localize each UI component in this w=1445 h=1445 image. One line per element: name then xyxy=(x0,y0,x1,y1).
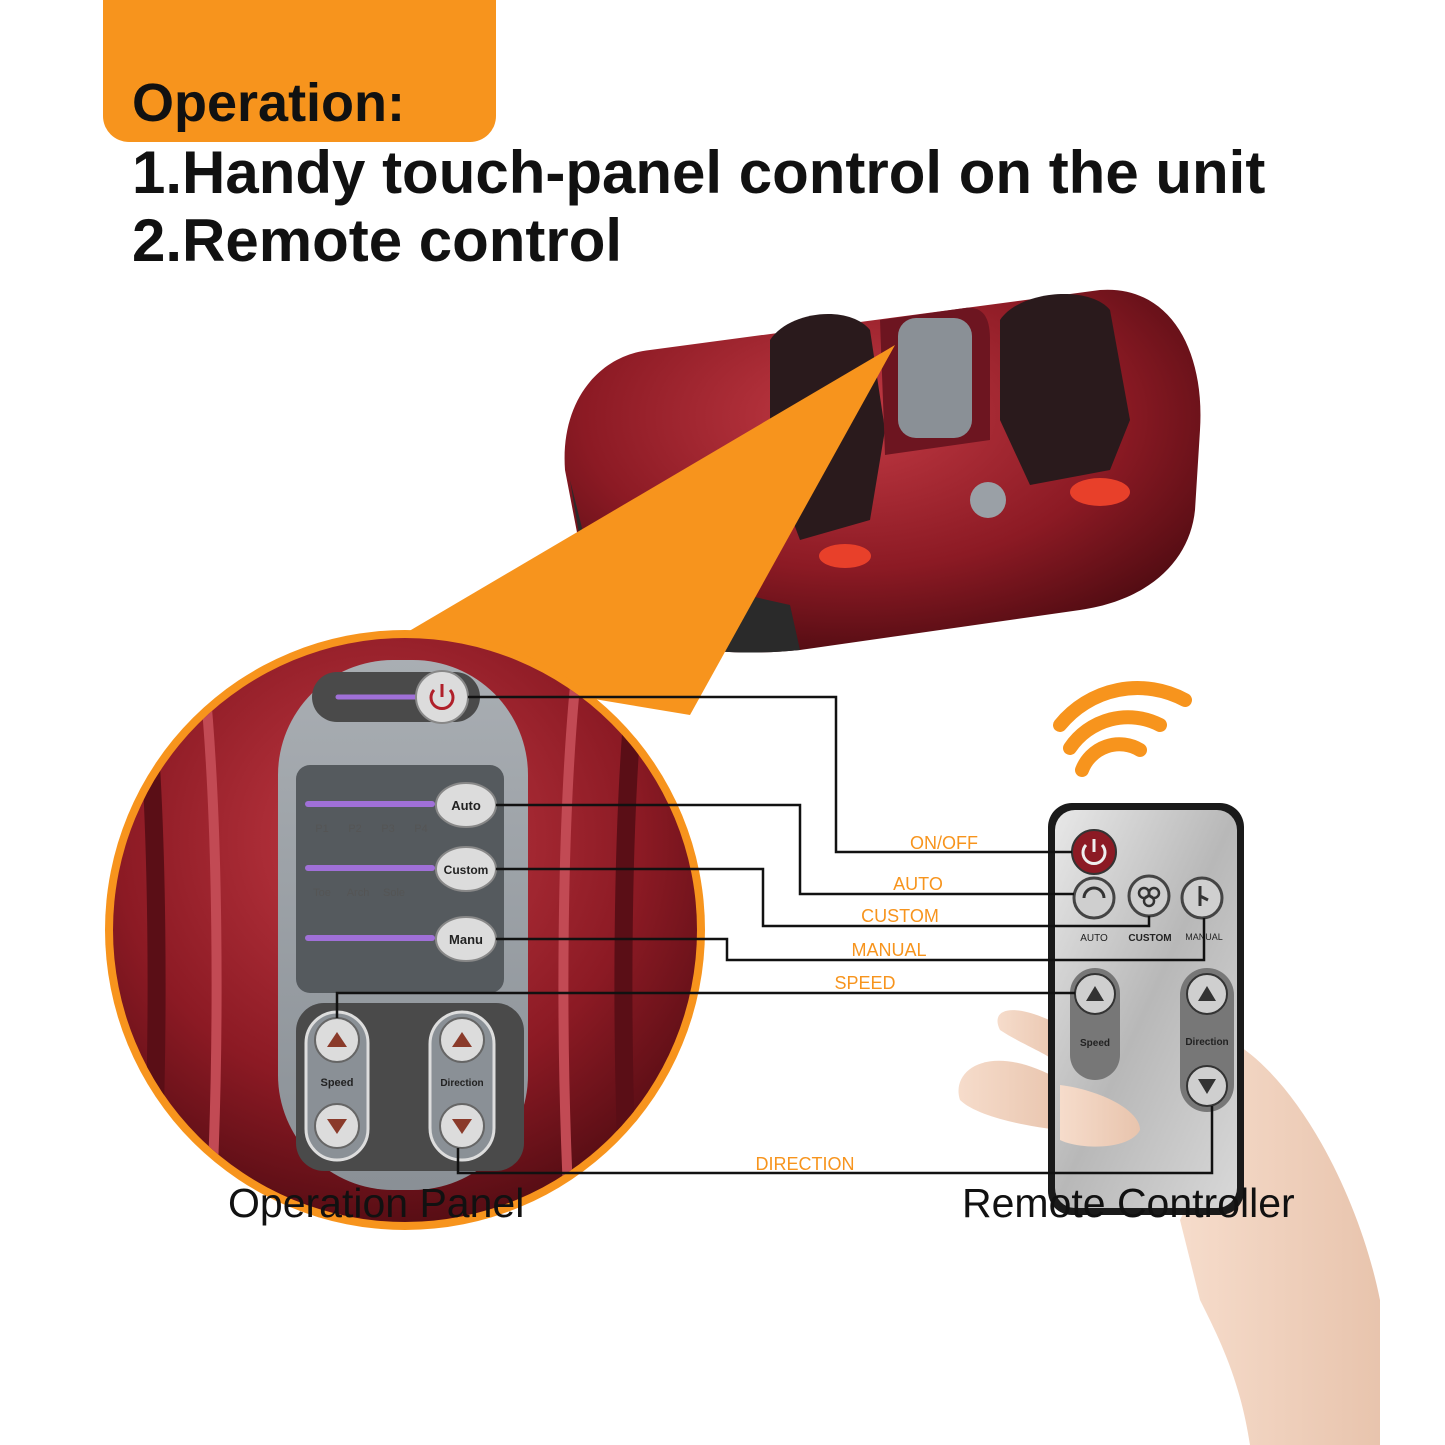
callout-beam xyxy=(360,345,895,715)
auto-mode-p4: P4 xyxy=(414,823,427,835)
power-icon xyxy=(429,684,455,710)
wire-direction xyxy=(456,1106,1214,1175)
panel-speed-label: Speed xyxy=(320,1077,353,1089)
auto-mode-icon xyxy=(1082,886,1106,899)
remote-custom-label: CUSTOM xyxy=(1128,933,1171,944)
feature-line-1: 1.Handy touch-panel control on the unit xyxy=(132,139,1266,206)
custom-mode-arch: Arch xyxy=(347,887,370,899)
page-title: Operation: xyxy=(132,73,406,133)
auto-mode-p2: P2 xyxy=(348,823,361,835)
wire-auto xyxy=(496,803,1074,896)
feature-line-2: 2.Remote control xyxy=(132,207,623,274)
wire-speed xyxy=(335,991,1075,1018)
wire-label-direction: DIRECTION xyxy=(756,1154,855,1174)
custom-mode-toe: Toe xyxy=(313,887,331,899)
wire-label-auto: AUTO xyxy=(893,874,943,894)
mini-panel xyxy=(898,318,972,438)
arrow-up-icon xyxy=(452,1032,472,1047)
wire-label-manual: MANUAL xyxy=(851,940,926,960)
panel-auto-label: Auto xyxy=(451,798,481,813)
connector-wires xyxy=(335,695,1214,1175)
wire-on-off xyxy=(468,695,1072,854)
power-icon xyxy=(1081,839,1107,865)
header-tag xyxy=(103,0,496,142)
remote-auto-label: AUTO xyxy=(1080,933,1108,944)
arrow-down-icon xyxy=(327,1119,347,1134)
custom-mode-icon xyxy=(1137,886,1161,908)
panel-manu-label: Manu xyxy=(449,932,483,947)
custom-mode-sole: Sole xyxy=(383,887,405,899)
manual-hand-icon xyxy=(1198,886,1209,906)
wire-label-on-off: ON/OFF xyxy=(910,833,978,853)
arrow-up-icon xyxy=(1086,986,1104,1001)
hand-fingers-front xyxy=(1060,1085,1140,1147)
wire-manual xyxy=(496,918,1206,962)
arrow-up-icon xyxy=(327,1032,347,1047)
auto-mode-p1: P1 xyxy=(315,823,328,835)
wire-custom xyxy=(496,867,1151,928)
remote-speed-label: Speed xyxy=(1080,1038,1110,1049)
caption-operation-panel: Operation Panel xyxy=(228,1180,525,1226)
arrow-down-icon xyxy=(1198,1079,1216,1094)
panel-direction-label: Direction xyxy=(440,1078,483,1089)
wire-label-speed: SPEED xyxy=(834,973,895,993)
remote-direction-label: Direction xyxy=(1185,1037,1228,1048)
arrow-down-icon xyxy=(452,1119,472,1134)
arrow-up-icon xyxy=(1198,986,1216,1001)
auto-mode-p3: P3 xyxy=(381,823,394,835)
wire-label-custom: CUSTOM xyxy=(861,906,939,926)
remote-auto-button[interactable] xyxy=(1072,876,1116,920)
wireless-signal-icon xyxy=(1053,681,1192,777)
panel-custom-label: Custom xyxy=(444,863,489,877)
caption-remote-controller: Remote Controller xyxy=(962,1180,1295,1226)
